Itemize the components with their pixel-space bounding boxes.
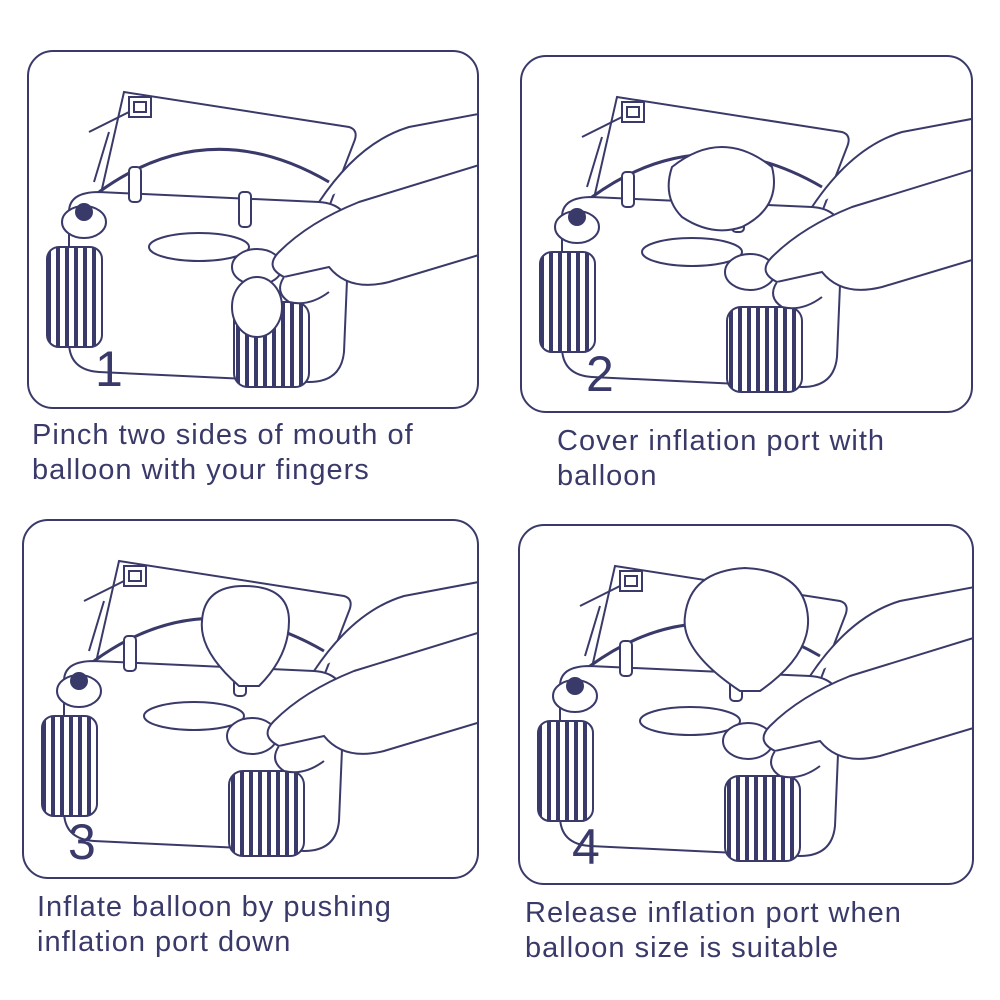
step-2-illustration	[538, 95, 971, 394]
caption-line: balloon size is suitable	[525, 932, 840, 964]
step-1-panel: 1	[27, 50, 479, 409]
caption-line: Release inflation port when	[525, 897, 902, 929]
step-3-panel: 3	[22, 519, 479, 879]
step-number: 2	[586, 346, 614, 402]
step-2-panel: 2	[520, 55, 973, 413]
balloon-drawing	[667, 146, 775, 232]
step-3-caption: Inflate balloon by pushing inflation por…	[37, 890, 392, 960]
caption-line: Cover inflation port with	[557, 425, 886, 457]
step-2-caption: Cover inflation port with balloon	[557, 424, 885, 494]
step-1-illustration	[45, 90, 477, 389]
caption-line: balloon with your fingers	[32, 454, 370, 486]
caption-line: balloon	[557, 460, 658, 492]
caption-line: Inflate balloon by pushing	[37, 891, 392, 923]
step-4-illustration	[536, 564, 972, 863]
step-1-caption: Pinch two sides of mouth of balloon with…	[32, 418, 414, 488]
step-number: 1	[95, 341, 123, 397]
step-4-caption: Release inflation port when balloon size…	[525, 896, 902, 966]
step-4-panel: 4	[518, 524, 974, 885]
balloon-drawing	[200, 584, 291, 687]
step-number: 4	[572, 819, 600, 875]
caption-line: Pinch two sides of mouth of	[32, 419, 414, 451]
balloon-drawing	[683, 566, 810, 692]
step-number: 3	[68, 814, 96, 870]
deflated-balloon	[231, 276, 283, 338]
caption-line: inflation port down	[37, 926, 292, 958]
step-3-illustration	[40, 559, 477, 858]
